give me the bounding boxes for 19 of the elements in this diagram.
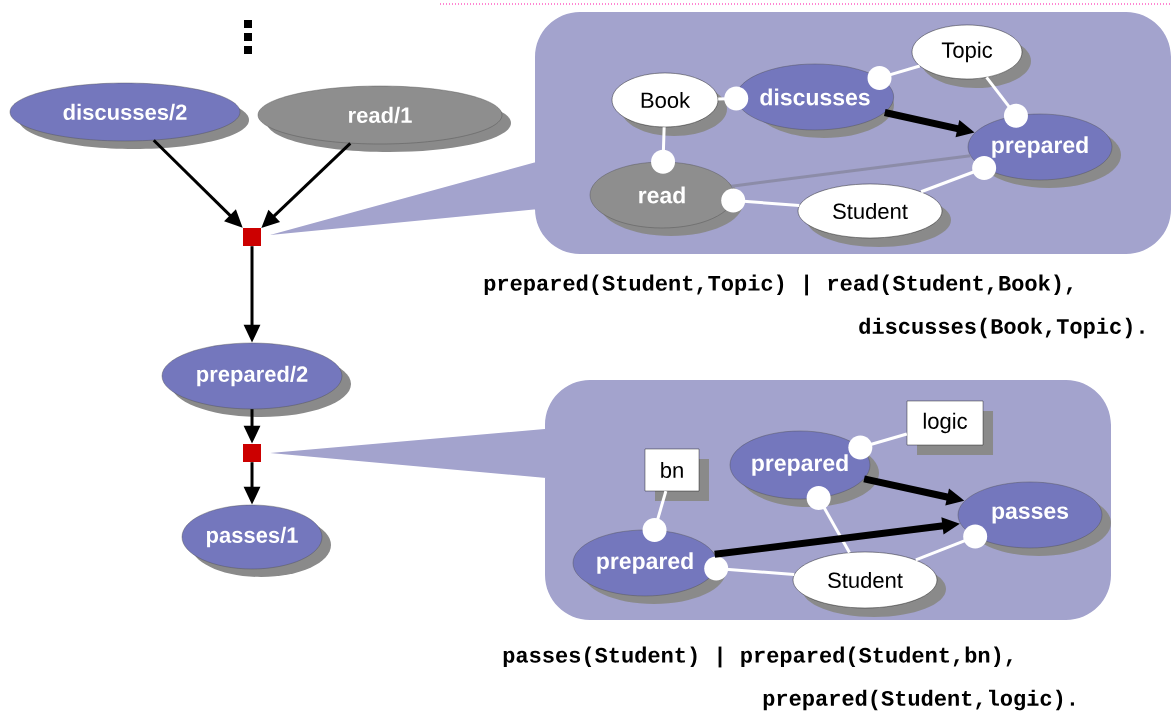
junction-square <box>243 228 261 246</box>
rule-text: passes(Student) | prepared(Student,bn), <box>503 646 1012 668</box>
arrow <box>721 188 800 213</box>
arrow <box>915 524 988 562</box>
arrow <box>704 556 795 581</box>
rule-text: prepared(Student,logic). <box>763 689 1074 711</box>
rule-text: prepared(Student,Topic) | read(Student,Book), <box>484 274 1072 296</box>
junction-square <box>243 444 261 462</box>
rule-text: discusses(Book,Topic). <box>859 317 1144 339</box>
arrow <box>920 156 997 194</box>
arrow <box>848 432 908 460</box>
arrow <box>718 86 749 111</box>
arrow <box>806 485 851 554</box>
arrow <box>867 64 921 90</box>
argument-box: logic <box>906 400 993 455</box>
argument-box: bn <box>644 448 709 501</box>
arrow <box>642 490 668 543</box>
connector-line <box>731 154 971 188</box>
arrow <box>985 76 1028 128</box>
